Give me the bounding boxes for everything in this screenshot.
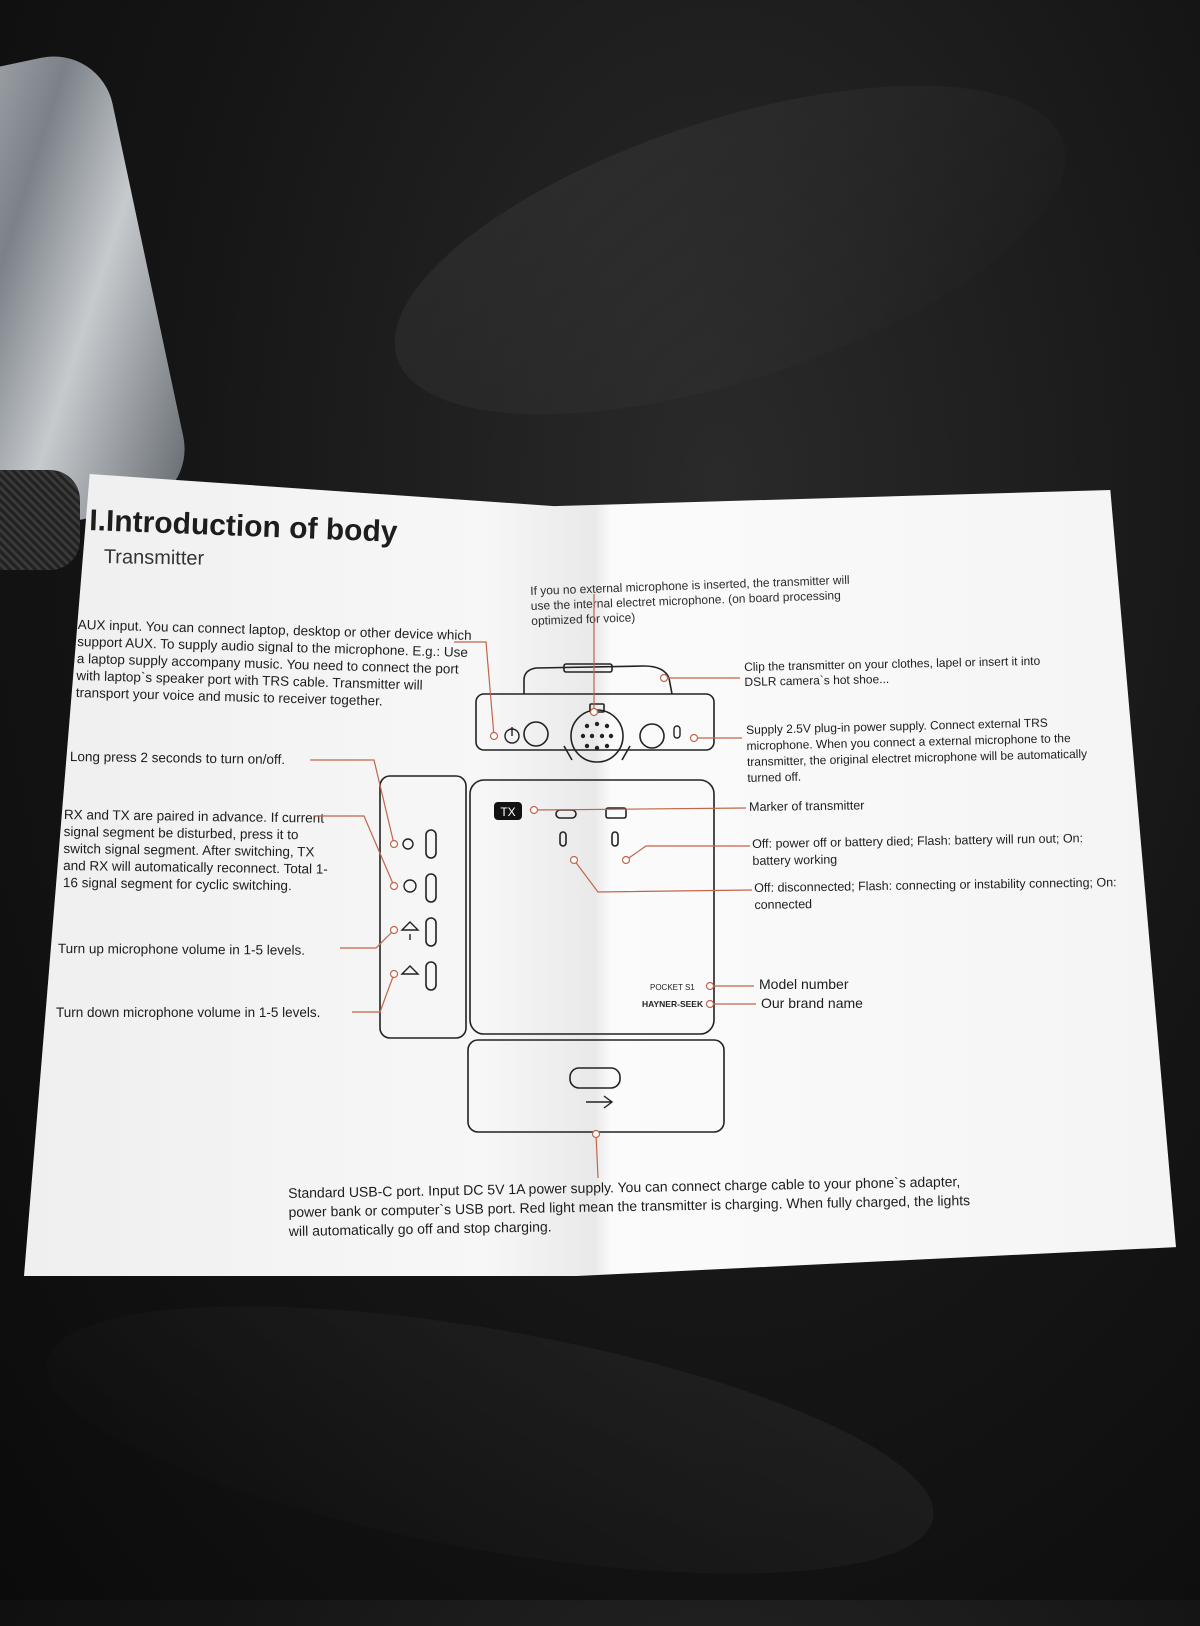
brand-label: HAYNER-SEEK xyxy=(642,999,704,1009)
aux-port xyxy=(523,721,549,747)
power-button xyxy=(425,829,437,859)
plastic-bag xyxy=(0,45,196,535)
volume-down-leader xyxy=(352,973,395,1013)
marker-leader xyxy=(533,807,747,811)
brand-note: Our brand name xyxy=(761,995,863,1011)
bottom-panel xyxy=(467,1039,725,1133)
fabric-fold xyxy=(356,18,1104,482)
zipper xyxy=(0,470,80,570)
mic-icon xyxy=(673,725,681,739)
volume-up-icon xyxy=(400,921,420,940)
mic-grille xyxy=(570,709,624,763)
connection-leader xyxy=(573,859,753,893)
usb-leader xyxy=(595,1133,599,1179)
pair-button xyxy=(425,873,437,903)
link-icon xyxy=(555,809,577,819)
manual-page: I.Introduction of body Transmitter If yo… xyxy=(24,474,1176,1276)
volume-down-note: Turn down microphone volume in 1-5 level… xyxy=(56,1005,321,1020)
usb-icon xyxy=(586,1095,614,1109)
transmitter-diagram: TX POCKET S1 HAYNER-SEEK xyxy=(310,594,756,1179)
top-panel xyxy=(475,693,715,751)
volume-down-icon xyxy=(400,965,420,975)
battery-leader xyxy=(625,845,750,861)
clip-outline xyxy=(523,665,673,695)
tx-badge-label: TX xyxy=(500,805,515,819)
volume-down-button xyxy=(425,961,437,991)
clip-tab xyxy=(563,663,613,673)
main-body xyxy=(469,779,715,1035)
fabric-fold xyxy=(27,1253,953,1626)
gear-icon xyxy=(403,879,417,893)
volume-up-leader xyxy=(340,929,395,949)
aux-leader xyxy=(454,641,495,737)
volume-up-button xyxy=(425,917,437,947)
tx-badge xyxy=(494,802,522,820)
battery-icon xyxy=(605,807,627,819)
connection-led xyxy=(559,831,567,847)
usb-c-port xyxy=(569,1067,621,1089)
battery-led xyxy=(611,831,619,847)
mic-grille-dots xyxy=(580,721,614,751)
side-panel xyxy=(379,775,467,1039)
mic-jack xyxy=(639,723,665,749)
model-note: Model number xyxy=(759,976,849,992)
model-label: POCKET S1 xyxy=(650,983,695,992)
pairing-leader xyxy=(314,815,395,887)
power-leader xyxy=(310,759,395,845)
pair-icon xyxy=(402,838,414,850)
